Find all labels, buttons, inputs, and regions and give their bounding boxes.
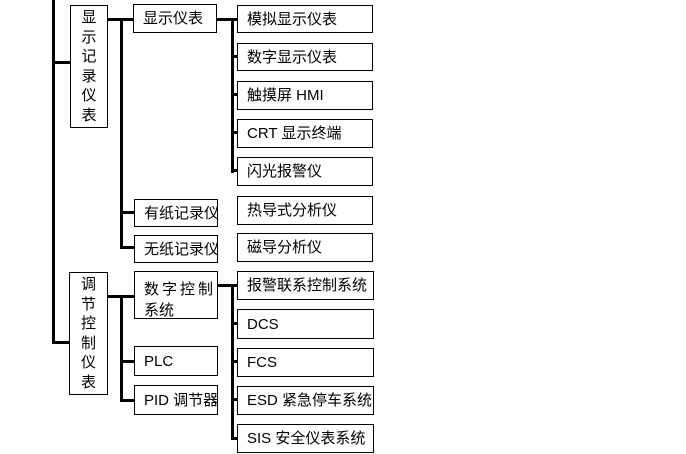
node-paper-recorder: 有纸记录仪 bbox=[134, 199, 220, 227]
node-magnetic-analyzer: 磁导分析仪 bbox=[237, 233, 373, 262]
node-touchscreen-hmi: 触摸屏 HMI bbox=[237, 81, 373, 110]
branch-line-display-group bbox=[120, 18, 123, 249]
connector-to-crt-terminal bbox=[232, 131, 237, 134]
node-fcs: FCS bbox=[237, 348, 374, 377]
node-alarm-linked-control-system: 报警联系控制系统 bbox=[237, 271, 374, 300]
node-label: 显示记录仪表 bbox=[81, 9, 97, 124]
node-label: 报警联系控制系统 bbox=[247, 277, 368, 294]
connector-trunk-to-display-recording bbox=[52, 61, 70, 64]
connector-to-sis bbox=[232, 437, 237, 440]
node-paperless-recorder: 无纸记录仪 bbox=[134, 235, 220, 263]
node-label: 热导式分析仪 bbox=[247, 202, 338, 219]
node-digital-control-system: 数字控制 系统 bbox=[134, 271, 218, 319]
node-display-instruments: 显示仪表 bbox=[133, 4, 217, 33]
node-label: 触摸屏 HMI bbox=[247, 87, 324, 104]
node-label-line1: 数字控制 bbox=[144, 281, 213, 298]
node-analog-display: 模拟显示仪表 bbox=[237, 5, 373, 33]
node-pid-regulator: PID 调节器 bbox=[134, 385, 218, 415]
node-label: CRT 显示终端 bbox=[247, 125, 342, 142]
node-esd-emergency-shutdown: ESD 紧急停车系统 bbox=[237, 386, 374, 415]
connector-digital-control-to-branch bbox=[217, 284, 237, 287]
node-label: 模拟显示仪表 bbox=[247, 10, 338, 28]
node-label: ESD 紧急停车系统 bbox=[247, 392, 373, 409]
node-label-line2: 系统 bbox=[144, 302, 175, 319]
node-label: 磁导分析仪 bbox=[247, 239, 323, 256]
node-flash-alarm: 闪光报警仪 bbox=[237, 157, 373, 186]
node-crt-terminal: CRT 显示终端 bbox=[237, 119, 373, 148]
connector-trunk-to-control bbox=[52, 341, 69, 344]
node-dcs: DCS bbox=[237, 309, 374, 339]
connector-to-paperless-recorder bbox=[121, 246, 134, 249]
node-label: 数字显示仪表 bbox=[247, 48, 338, 66]
node-label: FCS bbox=[247, 354, 277, 371]
connector-display-instruments-to-branch bbox=[216, 18, 237, 21]
connector-display-recording-to-branch bbox=[106, 18, 133, 21]
connector-to-esd bbox=[232, 398, 237, 401]
node-label: DCS bbox=[247, 315, 279, 333]
node-label: PLC bbox=[144, 352, 174, 370]
connector-to-fcs bbox=[232, 360, 237, 363]
node-digital-display: 数字显示仪表 bbox=[237, 43, 373, 71]
branch-line-control-group bbox=[120, 295, 123, 402]
connector-to-plc bbox=[121, 360, 134, 363]
connector-to-pid-regulator bbox=[121, 399, 134, 402]
node-label: PID 调节器 bbox=[144, 391, 219, 409]
node-label: 闪光报警仪 bbox=[247, 163, 323, 180]
connector-to-touchscreen-hmi bbox=[232, 93, 237, 96]
connector-to-flash-alarm bbox=[232, 169, 237, 172]
connector-to-paper-recorder bbox=[121, 211, 134, 214]
node-label: 无纸记录仪 bbox=[144, 240, 220, 258]
node-label: 有纸记录仪 bbox=[144, 204, 220, 222]
connector-to-dcs bbox=[232, 322, 237, 325]
node-sis-safety-system: SIS 安全仪表系统 bbox=[237, 424, 374, 453]
trunk-line bbox=[52, 0, 55, 344]
node-plc: PLC bbox=[134, 346, 218, 376]
connector-to-digital-display bbox=[232, 55, 237, 58]
node-label: 调节控制仪表 bbox=[80, 276, 96, 391]
node-control-root: 调节控制仪表 bbox=[69, 272, 108, 395]
node-label: SIS 安全仪表系统 bbox=[247, 430, 366, 447]
node-thermal-analyzer: 热导式分析仪 bbox=[237, 196, 373, 225]
node-display-recording-root: 显示记录仪表 bbox=[70, 5, 108, 128]
node-label: 显示仪表 bbox=[143, 10, 204, 27]
